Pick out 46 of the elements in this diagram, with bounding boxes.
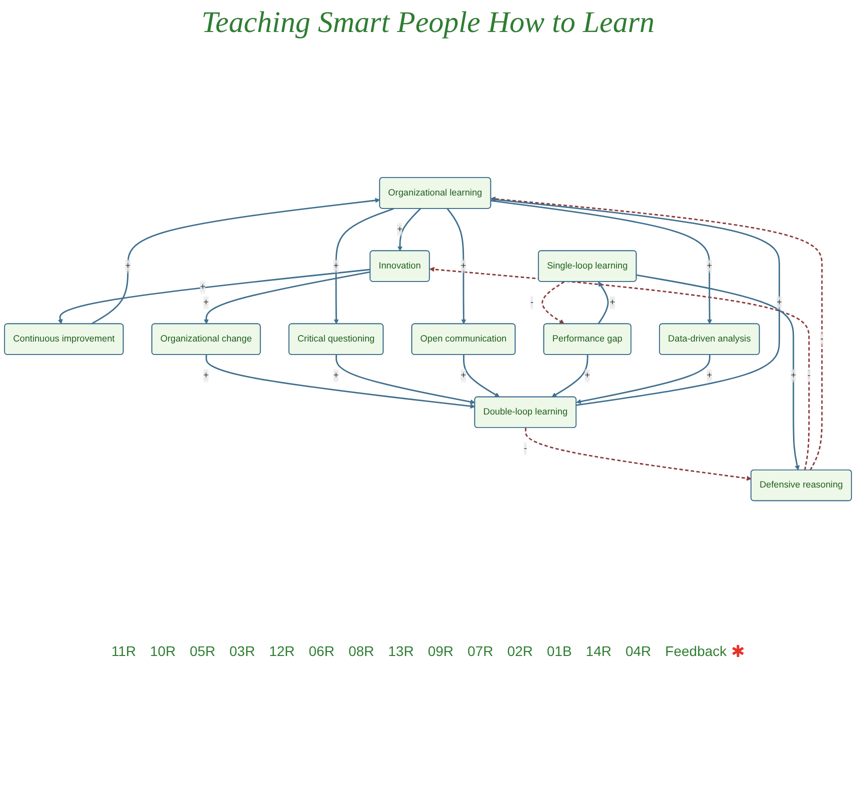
edge-label: -	[807, 370, 811, 380]
edge-label: +	[200, 282, 206, 292]
edge-label: +	[460, 370, 466, 380]
arrow	[462, 354, 500, 398]
edge-label: +	[397, 224, 402, 234]
arrow	[542, 281, 565, 324]
edge-label: +	[203, 297, 209, 308]
loop-label: 02R	[507, 643, 533, 659]
edge-label: +	[460, 260, 466, 270]
edge-label: -	[820, 334, 824, 344]
arrow	[598, 281, 609, 324]
edge-label: -	[530, 297, 534, 308]
loop-label: 04R	[625, 643, 652, 659]
edge-label: +	[706, 370, 712, 380]
edge-label: +	[584, 370, 590, 380]
arrow	[206, 354, 476, 409]
diagram-title: Teaching Smart People How to Learn	[200, 6, 656, 39]
loop-label: 01B	[546, 643, 572, 659]
edge-label: +	[203, 370, 209, 380]
arrow	[552, 354, 588, 398]
edge-label: +	[333, 260, 339, 270]
edge-label: +	[706, 260, 712, 270]
loop-label: 14R	[586, 643, 612, 659]
edge-label: -	[524, 443, 527, 454]
loop-label: 06R	[308, 643, 334, 659]
edge-label: +	[790, 370, 796, 380]
loop-label: 07R	[468, 643, 494, 659]
edge-label: +	[125, 260, 131, 270]
edge-label: +	[776, 297, 782, 308]
loop-label: 09R	[428, 643, 454, 659]
arrow	[336, 354, 476, 404]
arrow	[58, 268, 370, 324]
arrow	[636, 274, 800, 470]
arrow	[90, 198, 380, 324]
edge-label: +	[333, 370, 339, 380]
edge-label: +	[610, 298, 616, 308]
loop-label: 13R	[388, 643, 414, 659]
loop-label: 10R	[150, 643, 176, 659]
legend-text: Feedback	[665, 643, 727, 659]
arrow	[490, 197, 780, 406]
loop-label: 03R	[229, 643, 256, 659]
loop-label: 12R	[269, 643, 295, 659]
arrow	[576, 354, 710, 404]
loop-label: 11R	[111, 643, 136, 659]
loop-label: 08R	[348, 643, 374, 659]
loop-label: 05R	[190, 643, 216, 659]
